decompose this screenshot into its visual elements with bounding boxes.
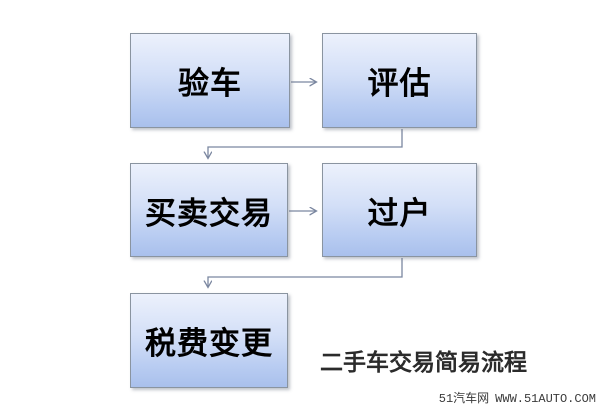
node-label-assessment: 评估 bbox=[367, 66, 432, 101]
flow-node-ownership-transfer: 过户 bbox=[322, 163, 477, 257]
node-label-ownership-transfer: 过户 bbox=[367, 195, 432, 231]
node-label-vehicle-inspection: 验车 bbox=[178, 66, 242, 101]
flow-node-tax-fee-change: 税费变更 bbox=[130, 293, 288, 388]
watermark-site-name: 51汽车网 bbox=[438, 392, 490, 406]
connector-guohu-to-shuifei-biangeng bbox=[208, 258, 403, 287]
connector-pinggu-to-maimai-jiaoyi bbox=[208, 129, 403, 158]
node-label-tax-fee-change: 税费变更 bbox=[145, 326, 273, 361]
flow-node-assessment: 评估 bbox=[322, 33, 477, 128]
node-label-sale-transaction: 买卖交易 bbox=[145, 195, 273, 231]
flow-node-sale-transaction: 买卖交易 bbox=[130, 163, 288, 257]
watermark-url: WWW.51AUTO.COM bbox=[495, 392, 596, 406]
diagram-caption: 二手车交易简易流程 bbox=[320, 349, 527, 375]
watermark: 51汽车网 WWW.51AUTO.COM bbox=[439, 389, 596, 406]
flow-node-vehicle-inspection: 验车 bbox=[130, 33, 290, 128]
